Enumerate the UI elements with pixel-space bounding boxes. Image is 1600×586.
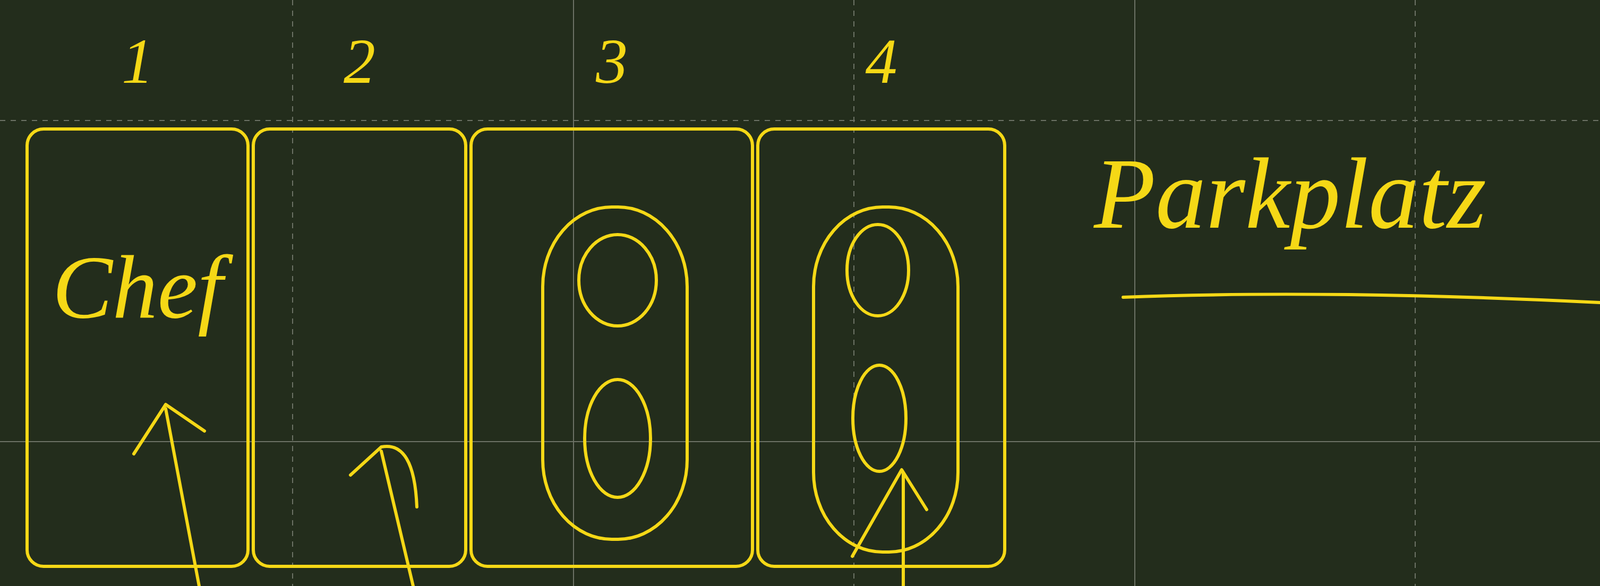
- parking-space: 4: [756, 127, 1007, 569]
- car-window: [578, 234, 657, 327]
- space-number: 1: [28, 29, 247, 94]
- parking-space: 2: [251, 127, 468, 569]
- space-number: 2: [254, 29, 465, 94]
- space-number: 3: [472, 29, 751, 94]
- parking-space: 1Chef: [25, 127, 250, 569]
- car-window: [852, 365, 906, 472]
- parking-space: 3: [469, 127, 755, 569]
- title-underline: [1123, 294, 1600, 303]
- space-number: 4: [759, 29, 1004, 94]
- page-title: Parkplatz: [1093, 143, 1487, 245]
- car-outline: [542, 207, 688, 540]
- space-label: Chef: [28, 242, 247, 333]
- entry-arrow: [133, 404, 205, 586]
- entry-arrow: [852, 469, 927, 586]
- car-window: [584, 379, 651, 498]
- car-window: [846, 224, 909, 316]
